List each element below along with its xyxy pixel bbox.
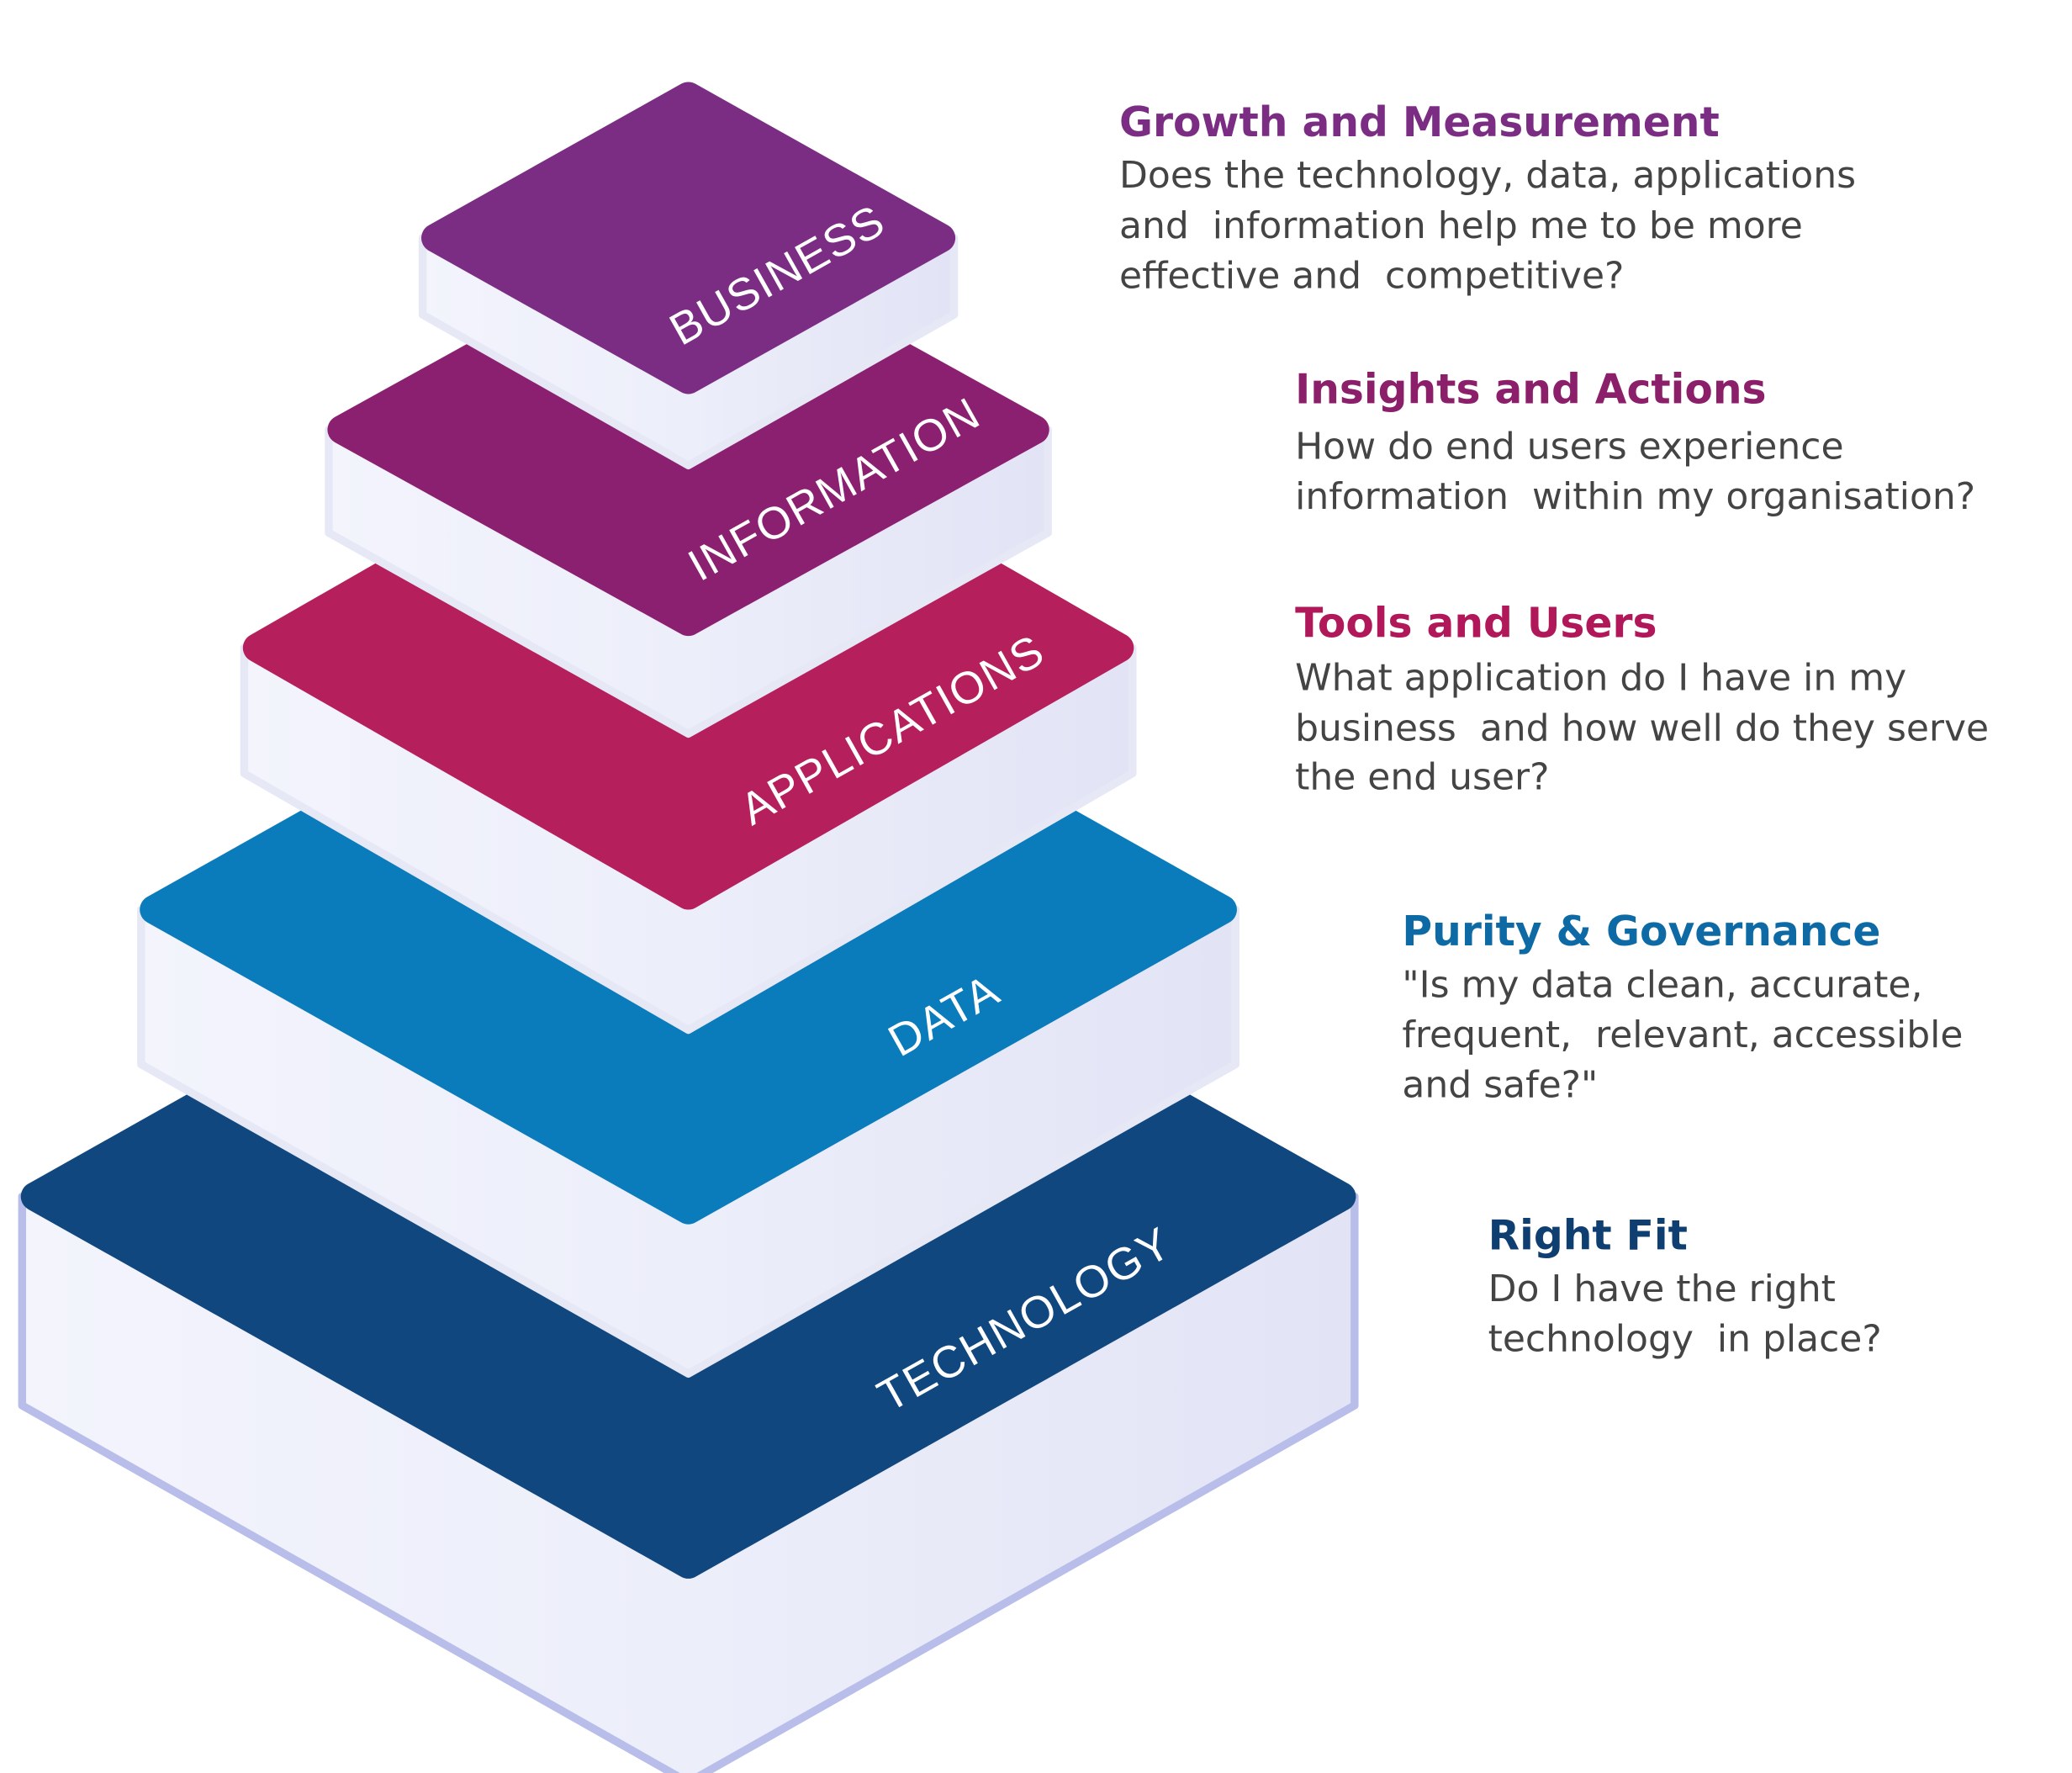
description-insights: Insights and Actions How do end users ex… (1295, 366, 1975, 518)
desc-line: Does the technology, data, applications (1119, 154, 1856, 197)
desc-line: frequent, relevant, accessible (1402, 1014, 1963, 1056)
heading-insights: Insights and Actions (1295, 366, 1766, 413)
layer-top (421, 82, 956, 394)
layer-business: BUSINESS (418, 82, 959, 470)
heading-tools: Tools and Users (1295, 601, 1657, 648)
desc-line: What application do I have in my (1295, 657, 1906, 700)
desc-line: technology in place? (1488, 1318, 1882, 1361)
desc-line: Do I have the right (1488, 1268, 1836, 1310)
desc-line: and safe?" (1402, 1064, 1598, 1107)
desc-line: information within my organisation? (1295, 475, 1975, 518)
description-tools: Tools and Users What application do I ha… (1295, 601, 1989, 799)
description-purity: Purity & Governance "Is my data clean, a… (1402, 908, 1963, 1107)
pyramid: TECHNOLOGYDATAAPPLICATIONSINFORMATIONBUS… (18, 82, 1359, 1773)
desc-line: and information help me to be more (1119, 204, 1803, 247)
desc-line: effective and competitive? (1119, 255, 1624, 298)
description-growth: Growth and Measurement Does the technolo… (1119, 99, 1856, 298)
heading-growth: Growth and Measurement (1119, 99, 1720, 146)
desc-line: How do end users experience (1295, 425, 1843, 468)
heading-purity: Purity & Governance (1402, 908, 1880, 955)
description-right-fit: Right Fit Do I have the right technology… (1488, 1213, 1882, 1361)
heading-right-fit: Right Fit (1488, 1213, 1688, 1260)
desc-line: the end user? (1295, 755, 1549, 798)
desc-line: business and how well do they serve (1295, 707, 1989, 749)
desc-line: "Is my data clean, accurate, (1402, 963, 1922, 1006)
